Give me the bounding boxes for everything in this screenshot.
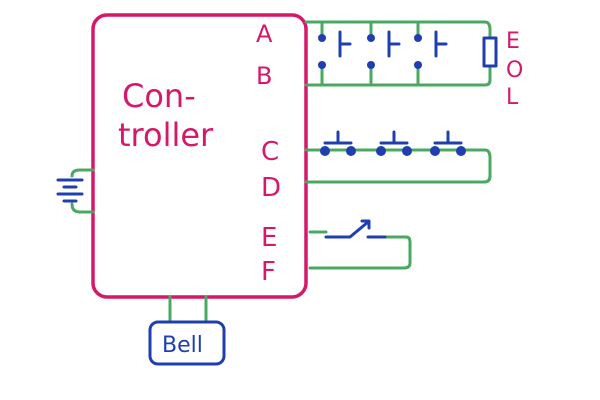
pushbutton-3	[430, 130, 466, 156]
battery-icon	[56, 168, 95, 214]
terminal-a: A	[256, 20, 273, 48]
switch-nc-2	[367, 20, 401, 87]
terminal-e: E	[261, 223, 277, 253]
pushbutton-loop	[304, 130, 492, 184]
bell-wires	[168, 295, 208, 324]
switch-nc-1	[318, 20, 352, 87]
switch-nc-3	[414, 20, 448, 87]
switch-loop	[308, 219, 412, 270]
open-switch	[324, 219, 387, 239]
pushbutton-1	[320, 130, 356, 156]
terminal-c: C	[261, 137, 279, 167]
eol-resistor	[482, 36, 498, 68]
eol-letter-o: O	[506, 58, 523, 83]
terminal-f: F	[261, 257, 276, 287]
bell-label: Bell	[162, 333, 203, 358]
controller-label-line1: Con-	[122, 77, 196, 115]
controller-label-line2: troller	[118, 116, 214, 154]
eol-loop	[304, 20, 498, 87]
terminal-d: D	[261, 173, 281, 203]
bell-box	[148, 320, 226, 366]
eol-letter-e: E	[506, 29, 520, 54]
pushbutton-2	[376, 130, 412, 156]
controller-box	[91, 13, 308, 299]
eol-letter-l: L	[506, 85, 519, 110]
terminal-b: B	[256, 62, 272, 90]
